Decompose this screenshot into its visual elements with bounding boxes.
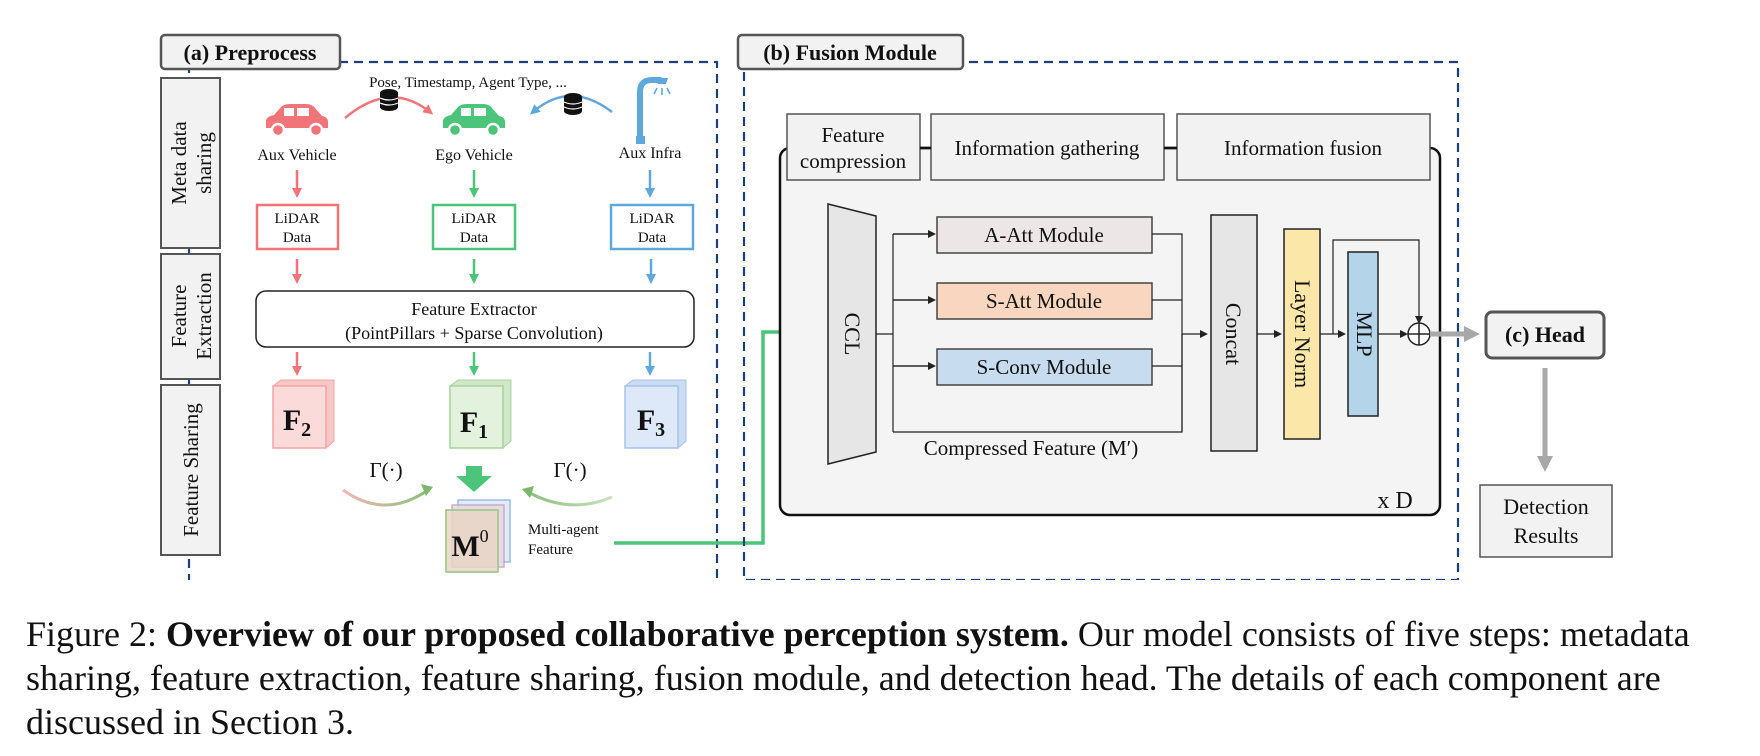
stage-gathering-label: Information gathering xyxy=(955,136,1140,160)
stage-gathering-box xyxy=(930,113,1165,181)
fusion-down-arrow xyxy=(456,466,492,492)
transform-curve-right-head xyxy=(522,486,534,498)
fusion-dashed-border xyxy=(742,60,1460,580)
layer-norm-label: Layer Norm xyxy=(1290,280,1315,388)
stage-feature-label-2: Extraction xyxy=(192,272,216,360)
m0-label: M0 xyxy=(451,526,488,563)
lidar-label-infra-1: LiDAR xyxy=(630,211,675,227)
detection-results-label-2: Results xyxy=(1514,523,1579,548)
stage-meta-box xyxy=(160,77,221,249)
transform-curve-left-head xyxy=(421,484,433,496)
repeat-label: x D xyxy=(1377,488,1412,514)
feature-extractor-title: Feature Extractor xyxy=(411,299,536,319)
streetlamp-icon xyxy=(636,77,671,144)
feature-f2-label: F2 xyxy=(283,404,311,441)
stage-fusion-label: Information fusion xyxy=(1224,136,1383,160)
feature-f1-label: F1 xyxy=(460,406,488,443)
lidar-label-infra-2: Data xyxy=(638,230,667,246)
database-icon-left xyxy=(379,89,399,111)
compressed-feature-label: Compressed Feature (M′) xyxy=(924,436,1139,460)
database-icon-right xyxy=(563,93,583,115)
mlp-skip-connection xyxy=(1332,239,1423,334)
fusion-title-box xyxy=(736,33,965,71)
a-att-label: A-Att Module xyxy=(984,223,1104,247)
head-panel: (c) Head Detection Results xyxy=(1479,310,1613,558)
merge-lines xyxy=(1152,233,1183,432)
metadata-text: Pose, Timestamp, Agent Type, ... xyxy=(369,75,567,91)
fusion-title: (b) Fusion Module xyxy=(763,40,937,65)
stage-compression-box xyxy=(786,113,921,181)
feature-f3-label: F3 xyxy=(637,404,665,441)
mlp-block xyxy=(1347,251,1379,417)
gamma-right: Γ(·) xyxy=(553,458,586,482)
multi-agent-label-1: Multi-agent xyxy=(528,522,600,538)
s-conv-module xyxy=(936,348,1153,386)
stage-feature-label-1: Feature xyxy=(167,285,191,348)
mlp-label: MLP xyxy=(1352,311,1377,356)
preprocess-title-box xyxy=(159,33,342,71)
detection-results-box xyxy=(1479,484,1613,558)
head-title: (c) Head xyxy=(1505,322,1585,347)
feature-cube-f2: F2 xyxy=(272,379,335,449)
stage-compression-label-2: compression xyxy=(800,149,907,173)
stage-feature-box xyxy=(160,253,221,380)
multi-agent-label-2: Feature xyxy=(528,542,573,558)
lidar-box-aux: LiDAR Data xyxy=(255,203,340,251)
stage-sharing-label: Feature Sharing xyxy=(179,403,203,537)
caption-body: Our model consists of five steps: metada… xyxy=(26,614,1690,742)
multi-agent-feature-cube: M0 xyxy=(445,499,511,573)
lidar-label-aux-1: LiDAR xyxy=(275,211,320,227)
ccl-block xyxy=(827,203,877,465)
stage-meta-label-1: Meta data xyxy=(167,121,191,205)
detection-results-label-1: Detection xyxy=(1503,494,1589,519)
preprocess-panel: (a) Preprocess Meta data sharing Feature… xyxy=(159,33,826,580)
lidar-box-infra: LiDAR Data xyxy=(609,203,695,251)
concat-label: Concat xyxy=(1221,303,1246,365)
feature-extractor-box xyxy=(255,290,695,348)
lidar-label-ego-2: Data xyxy=(460,230,489,246)
fusion-panel: (b) Fusion Module Feature compression In… xyxy=(736,33,1480,580)
s-conv-label: S-Conv Module xyxy=(977,355,1112,379)
label-ego-vehicle: Ego Vehicle xyxy=(435,147,512,164)
transform-curve-left xyxy=(342,488,429,507)
transform-curve-right xyxy=(527,490,613,507)
lidar-label-aux-2: Data xyxy=(283,230,312,246)
stage-sharing-box xyxy=(160,384,221,556)
s-att-module xyxy=(936,282,1153,320)
concat-block xyxy=(1210,214,1258,452)
head-title-box xyxy=(1484,310,1606,360)
stage-compression-label-1: Feature xyxy=(822,123,885,147)
stage-fusion-box xyxy=(1176,113,1431,181)
gamma-left: Γ(·) xyxy=(369,458,402,482)
feature-extractor-subtitle: (PointPillars + Sparse Convolution) xyxy=(345,323,603,344)
label-aux-vehicle: Aux Vehicle xyxy=(257,147,336,164)
ccl-label: CCL xyxy=(840,313,865,356)
lidar-box-ego: LiDAR Data xyxy=(431,203,517,251)
figure-caption: Figure 2: Overview of our proposed colla… xyxy=(26,612,1746,744)
s-att-label: S-Att Module xyxy=(986,289,1102,313)
stage-meta-label-2: sharing xyxy=(192,132,216,194)
architecture-diagram: (a) Preprocess Meta data sharing Feature… xyxy=(159,33,1613,580)
car-icon-aux xyxy=(266,104,328,138)
layer-norm-block xyxy=(1283,228,1321,440)
caption-bold: Overview of our proposed collaborative p… xyxy=(166,614,1069,654)
preprocess-title: (a) Preprocess xyxy=(184,40,317,65)
a-att-module xyxy=(936,216,1153,254)
lidar-label-ego-1: LiDAR xyxy=(452,211,497,227)
car-icon-ego xyxy=(443,104,505,138)
add-icon xyxy=(1407,322,1431,346)
feature-cube-f3: F3 xyxy=(624,379,687,449)
caption-prefix: Figure 2: xyxy=(26,614,166,654)
label-aux-infra: Aux Infra xyxy=(619,145,682,162)
feature-cube-f1: F1 xyxy=(449,379,512,449)
